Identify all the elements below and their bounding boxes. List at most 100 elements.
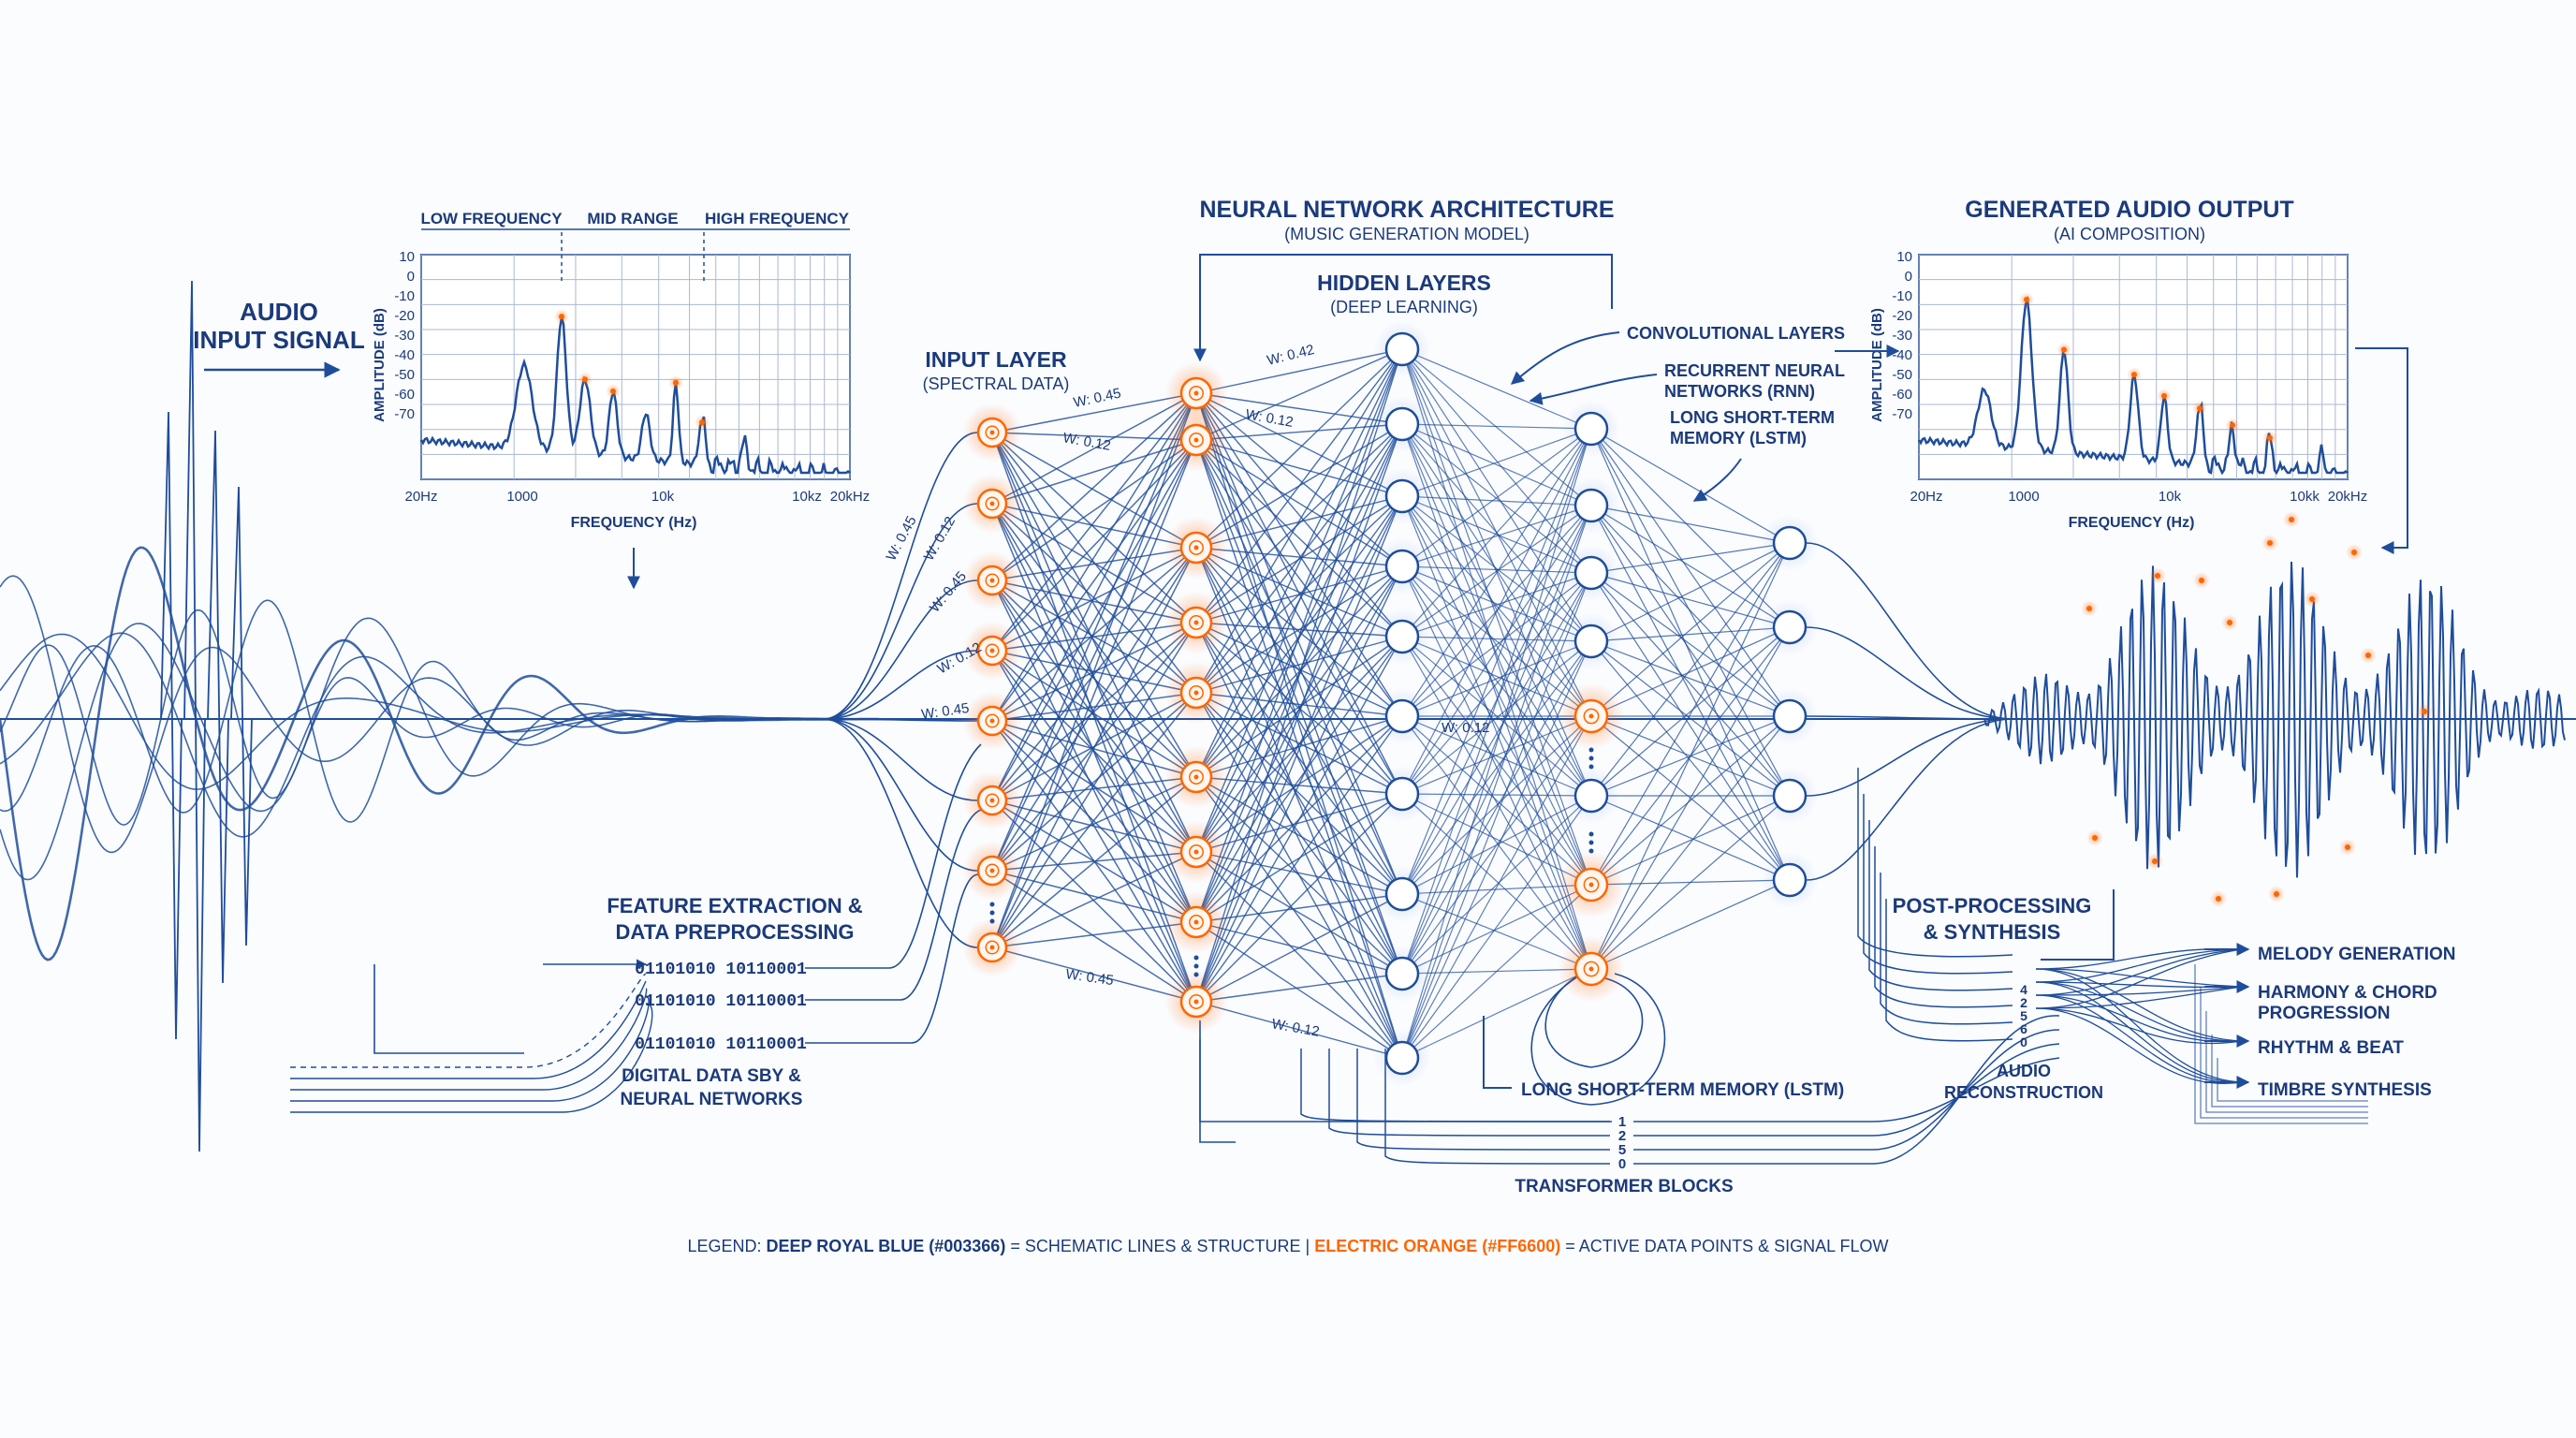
- connection-line: [1401, 428, 1592, 638]
- output-bus-line: [2217, 1058, 2368, 1102]
- connection-line: [1590, 879, 1791, 970]
- ytick: -20: [1892, 308, 1912, 324]
- peak-dot: [2024, 297, 2029, 303]
- ellipsis-dot: [989, 918, 995, 924]
- hidden-layer-1-node-core: [1189, 915, 1204, 930]
- hidden-layer-1-node-core: [1189, 615, 1204, 630]
- output-bus-line: [2200, 988, 2368, 1119]
- connection-line: [1195, 851, 1403, 1059]
- ellipsis-dot: [1588, 747, 1594, 753]
- connection-line: [1590, 505, 1791, 797]
- input-layer-node-core: [985, 573, 1000, 588]
- transformer-bus: [1328, 1049, 1611, 1137]
- connection-line: [1401, 348, 1592, 430]
- data-bus-line: [290, 995, 650, 1102]
- connection-line: [991, 432, 1197, 853]
- connection-line: [1401, 636, 1592, 717]
- output-branch-line: [2035, 981, 2243, 1083]
- connection-line: [1195, 348, 1403, 694]
- connection-line: [1401, 572, 1592, 975]
- data-bus-line: [290, 1003, 653, 1113]
- transformer-bus: [1384, 1049, 1611, 1165]
- connection-line: [1195, 423, 1403, 1003]
- connection-line: [1590, 715, 1791, 970]
- connection-line: [1401, 348, 1592, 970]
- digit: 5: [2020, 1008, 2027, 1023]
- ellipsis-dot: [1588, 848, 1594, 854]
- lstm-label-2: MEMORY (LSTM): [1670, 429, 1807, 448]
- output-spectrum-chart: GENERATED AUDIO OUTPUT (AI COMPOSITION) …: [1835, 197, 2408, 554]
- binary-row-3: 01101010 10110001: [635, 1035, 807, 1054]
- connection-line: [1590, 542, 1791, 797]
- output-active-point: [2267, 540, 2273, 546]
- hidden-layer-1-node-dot: [1193, 774, 1199, 780]
- ytick: -40: [394, 347, 415, 363]
- connection-line: [991, 392, 1197, 433]
- connection-line: [1195, 423, 1403, 923]
- transformer-digits: 1 2 5 0: [1618, 1114, 1626, 1172]
- connection-line: [1401, 428, 1592, 717]
- digit: 2: [1618, 1128, 1626, 1144]
- hidden-layer-2-node: [1384, 549, 1420, 584]
- connection-line: [1401, 640, 1592, 895]
- binary-row-1: 01101010 10110001: [635, 961, 807, 979]
- connection-line: [1590, 428, 1791, 717]
- connection-line: [991, 503, 1197, 1003]
- peak-dot: [559, 314, 564, 320]
- xtick: 20Hz: [1910, 489, 1942, 505]
- connection-line: [1590, 626, 1791, 797]
- output-spectrum-xlabel: FREQUENCY (Hz): [2069, 515, 2195, 531]
- network-connections: [991, 348, 1791, 1059]
- connection-line: [1401, 428, 1592, 975]
- input-layer-node-core: [985, 713, 1000, 728]
- connection-line: [1401, 884, 1592, 975]
- output-branch-line: [2035, 948, 2243, 996]
- connection-line: [1590, 542, 1791, 574]
- connection-line: [1401, 636, 1592, 886]
- hidden-layer-1-node-core: [1189, 994, 1204, 1009]
- ytick: -30: [1892, 328, 1912, 344]
- ytick: -50: [1892, 367, 1912, 383]
- binary-row-2: 01101010 10110001: [635, 992, 807, 1011]
- hidden-layer-2-node: [1384, 1040, 1420, 1076]
- output-flow-line: [1806, 626, 2013, 720]
- hidden-layer-3-node-dot: [1588, 966, 1594, 972]
- connection-line: [1401, 572, 1592, 1059]
- digit: 2: [2020, 995, 2027, 1010]
- connection-line: [991, 692, 1197, 722]
- input-wave-path: [0, 575, 880, 854]
- connection-line: [1195, 348, 1403, 923]
- output-branch-line: [2035, 1007, 2243, 1085]
- connection-line: [991, 851, 1197, 948]
- hidden-layer-2-node: [1384, 956, 1420, 991]
- output-active-point: [2086, 606, 2092, 611]
- output-branch-line: [2035, 986, 2243, 1009]
- output-bus-line: [2211, 1034, 2368, 1108]
- weight-label: W: 0.45: [1064, 966, 1114, 989]
- network-subtitle: (MUSIC GENERATION MODEL): [1284, 225, 1530, 243]
- ellipsis-dot: [1588, 831, 1594, 837]
- connection-line: [1401, 423, 1592, 506]
- connection-line: [1195, 547, 1403, 717]
- legend-orange-name: ELECTRIC ORANGE (#FF6600): [1314, 1237, 1560, 1255]
- connection-line: [1195, 392, 1403, 895]
- connection-line: [1195, 392, 1403, 795]
- connection-line: [1195, 636, 1403, 923]
- rhythm-beat-label: RHYTHM & BEAT: [2258, 1038, 2404, 1058]
- ytick: -70: [394, 406, 415, 422]
- hidden-layer-2-node: [1384, 876, 1420, 912]
- data-bus-line: [290, 988, 648, 1091]
- hidden-layer-1-node-core: [1189, 386, 1204, 401]
- hidden-layer-1-node-core: [1189, 770, 1204, 785]
- connection-line: [1195, 622, 1403, 975]
- connection-line: [1195, 973, 1403, 1003]
- connection-line: [1195, 495, 1403, 694]
- hidden-layer-1-node-dot: [1193, 999, 1199, 1005]
- connection-line: [1590, 572, 1791, 628]
- connection-line: [1195, 636, 1403, 1003]
- output-title: GENERATED AUDIO OUTPUT: [1965, 197, 2293, 223]
- hidden-layer-3-node-core: [1583, 708, 1600, 725]
- hidden-layer-1-node-core: [1189, 685, 1204, 700]
- connection-line: [1401, 423, 1592, 797]
- connection-line: [991, 392, 1197, 872]
